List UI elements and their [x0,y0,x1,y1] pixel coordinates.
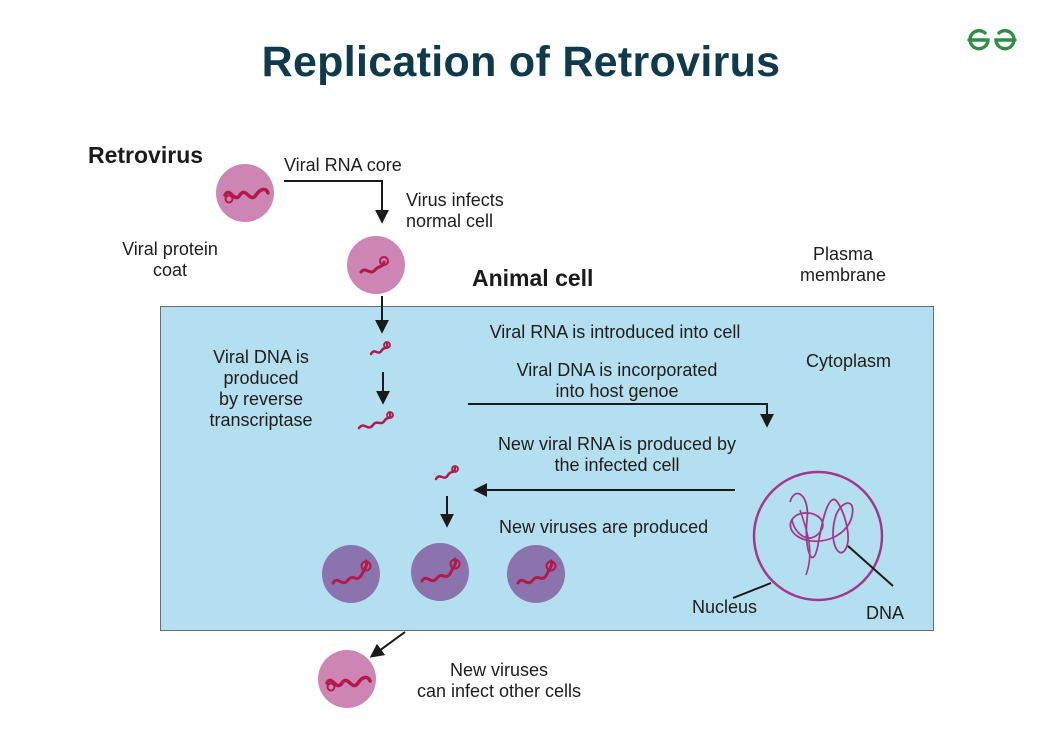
new-virion [411,543,469,601]
label-animal-cell: Animal cell [472,265,594,291]
label-rna-introduced: Viral RNA is introduced into cell [489,322,741,342]
nucleus [752,470,884,602]
label-nucleus: Nucleus [692,597,758,617]
dna-pointer [847,545,894,587]
arrow-incorporate [468,403,774,428]
viral-dna-strand [357,411,394,430]
arrow-exit [369,631,406,658]
label-dna-produced: Viral DNA is produced by reverse transcr… [209,347,313,430]
arrow-infect [284,180,389,224]
new-virion [322,545,380,603]
label-viral-protein-coat: Viral protein coat [122,239,218,280]
label-virus-infects: Virus infects normal cell [406,190,504,231]
label-new-rna: New viral RNA is produced by the infecte… [497,434,737,475]
gfg-logo-icon [967,29,1017,51]
label-plasma-membrane: Plasma membrane [799,244,887,285]
viral-rna-strand [369,341,391,356]
nucleus-pointer [732,582,772,599]
label-new-viruses: New viruses are produced [499,517,709,537]
label-retrovirus: Retrovirus [88,142,204,168]
label-dna: DNA [866,603,905,623]
new-viral-rna-strand [434,465,459,481]
page-title: Replication of Retrovirus [261,38,781,86]
new-virion [507,545,565,603]
label-dna-incorporated: Viral DNA is incorporated into host geno… [516,360,718,401]
infecting-virus [347,236,405,294]
label-cytoplasm: Cytoplasm [806,351,892,371]
retrovirus-particle [216,164,274,222]
released-virus [318,650,376,708]
label-infect-others: New viruses can infect other cells [416,660,582,701]
label-viral-rna-core: Viral RNA core [284,155,402,175]
